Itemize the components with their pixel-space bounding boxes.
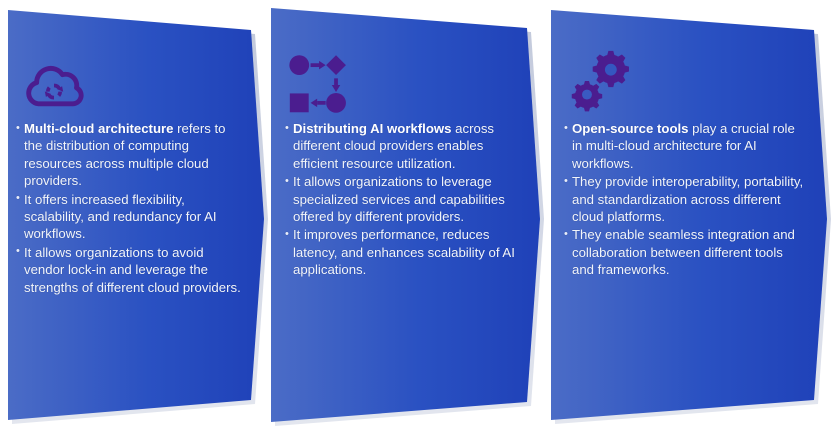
panel-1-content: Multi-cloud architecture refers to the d… <box>0 0 268 438</box>
bullet-lead: Distributing AI workflows <box>293 121 452 136</box>
bullet-item: They provide interoperability, portabili… <box>564 173 804 225</box>
chevron-panel-3[interactable]: Open-source tools play a crucial role in… <box>546 0 835 438</box>
bullet-item: Multi-cloud architecture refers to the d… <box>16 120 246 190</box>
gears-icon <box>571 50 629 112</box>
bullet-item: Open-source tools play a crucial role in… <box>564 119 804 172</box>
bullet-rest: It offers increased flexibility, scalabi… <box>24 191 217 242</box>
bullet-rest: It improves performance, reduces latency… <box>293 227 515 278</box>
bullet-rest: It allows organizations to leverage spec… <box>293 174 505 225</box>
panel-3-bullet-list: Open-source tools play a crucial role in… <box>564 119 804 280</box>
workflow-nodes-icon <box>289 55 346 113</box>
bullet-item: It improves performance, reduces latency… <box>285 226 521 278</box>
bullet-lead: Open-source tools <box>572 121 689 136</box>
bullet-item: It offers increased flexibility, scalabi… <box>16 190 246 243</box>
panel-2-bullet-list: Distributing AI workflows across differe… <box>285 119 521 280</box>
bullet-lead: Multi-cloud architecture <box>24 121 174 136</box>
bullet-item: They enable seamless integration and col… <box>564 226 804 278</box>
bullet-rest: It allows organizations to avoid vendor … <box>24 244 241 295</box>
bullet-item: Distributing AI workflows across differe… <box>285 119 521 172</box>
panel-1-bullet-list: Multi-cloud architecture refers to the d… <box>16 120 246 297</box>
bullet-rest: They provide interoperability, portabili… <box>572 174 804 225</box>
bullet-rest: They enable seamless integration and col… <box>572 227 795 278</box>
bullet-item: It allows organizations to avoid vendor … <box>16 243 246 296</box>
panel-2-content: Distributing AI workflows across differe… <box>267 0 547 438</box>
chevron-panel-1[interactable]: Multi-cloud architecture refers to the d… <box>0 0 268 438</box>
chevron-panel-2[interactable]: Distributing AI workflows across differe… <box>267 0 547 438</box>
bullet-rest: refers to the distribution of computing … <box>24 121 226 189</box>
cloud-sync-icon <box>26 66 84 107</box>
bullet-rest: across different cloud providers enables… <box>293 121 495 171</box>
panel-3-content: Open-source tools play a crucial role in… <box>546 0 835 438</box>
bullet-item: It allows organizations to leverage spec… <box>285 173 521 225</box>
bullet-rest: play a crucial role in multi-cloud archi… <box>572 121 795 171</box>
